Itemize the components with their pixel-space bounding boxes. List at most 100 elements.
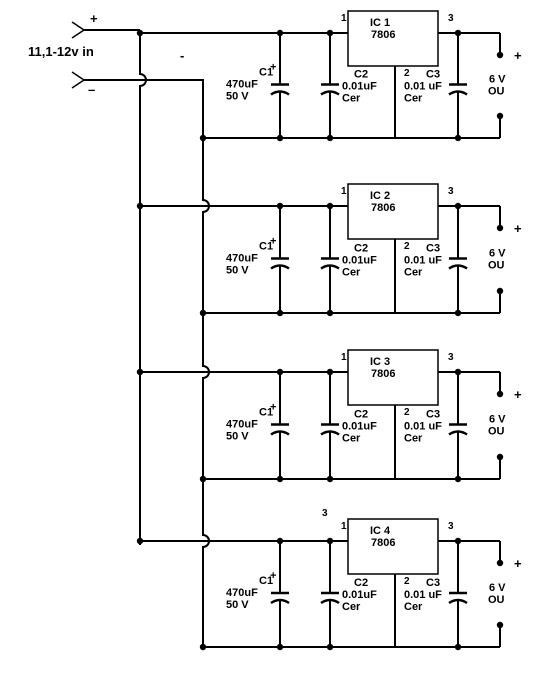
input-plus-arrow: [71, 21, 86, 39]
stage-4-pin-gnd: 2: [404, 576, 410, 587]
stage-4-output-plus-sign: +: [514, 556, 522, 571]
stage-1-c3-top-node: [454, 29, 462, 37]
stage-1-ic-name: IC 1: [370, 17, 390, 29]
stage-1-ground-junction: [199, 134, 207, 142]
stage-2-ic-name: IC 2: [370, 190, 390, 202]
stage-1-ic-part: 7806: [371, 29, 395, 41]
stage-3-regulator-ic: [347, 349, 439, 406]
stage-2-c2-plate-bottom: [320, 264, 340, 270]
stage-2-c1-bottom-node: [276, 309, 284, 317]
stage-1-c1-voltage: 50 V: [226, 91, 249, 103]
stage-1-output-plus-terminal: [496, 51, 504, 59]
stage-3-c2-value: 0.01uF: [342, 421, 377, 433]
stage-1-c2-plate-bottom: [320, 90, 340, 96]
stage-1-c3-name: C3: [426, 69, 440, 81]
stage-2-c2-top-node: [326, 202, 334, 210]
stage-1-pin-in: 1: [341, 13, 347, 24]
stage-4-c1-name: C1: [259, 575, 273, 587]
stage-3-c1-top-node: [276, 368, 284, 376]
stage-4-c3-value: 0.01 uF: [404, 589, 442, 601]
stage-3-c3-name: C3: [426, 409, 440, 421]
stage-1-output-plus-sign: +: [514, 48, 522, 63]
stage-4-c2-plate-bottom: [320, 598, 340, 605]
stage-3-output-minus-terminal: [496, 453, 504, 461]
stage-1-c2-top-node: [326, 29, 334, 37]
stage-2-c1-voltage: 50 V: [226, 265, 249, 277]
stage-4-output-label: OU: [488, 594, 505, 606]
stage-3-output-plus-sign: +: [514, 387, 522, 402]
stage-2-c1-name: C1: [259, 241, 273, 253]
stage-3-ic-part: 7806: [371, 368, 395, 380]
stage-3-c2-type: Cer: [342, 433, 361, 445]
stage-3-ic-name: IC 3: [370, 356, 390, 368]
stage-4-c1-bottom-node: [276, 643, 284, 651]
stage-2-c2-type: Cer: [342, 267, 361, 279]
stage-4-c3-name: C3: [426, 577, 440, 589]
stage-1-regulator-ic: [347, 10, 439, 67]
stage-2-regulator-ic: [347, 183, 439, 240]
stage-2-c3-plate-bottom: [448, 264, 468, 270]
stage-2-c3-bottom-node: [454, 309, 462, 317]
stray-pin-number: 3: [322, 508, 328, 519]
stage-4-pin-in: 1: [341, 521, 347, 532]
stage-4-regulator-ic: [347, 518, 439, 575]
stage-1-c1-bottom-node: [276, 134, 284, 142]
stage-4-c2-type: Cer: [342, 601, 361, 613]
stage-2-bus-junction: [136, 202, 144, 210]
stage-2-output-minus-terminal: [496, 287, 504, 295]
stage-4-output-voltage: 6 V: [489, 582, 506, 594]
stage-2-c2-name: C2: [354, 243, 368, 255]
stage-3-c3-type: Cer: [404, 433, 423, 445]
stage-2-output-voltage: 6 V: [489, 248, 506, 260]
stage-2-ground-junction: [199, 309, 207, 317]
stage-1-c3-value: 0.01 uF: [404, 81, 442, 93]
stage-1-c1-name: C1: [259, 67, 273, 79]
stage-4-ic-name: IC 4: [370, 525, 391, 537]
stage-3-pin-gnd: 2: [404, 407, 410, 418]
stage-2-pin-gnd: 2: [404, 241, 410, 252]
stage-4-output-minus-terminal: [496, 621, 504, 629]
stage-4-output-plus-terminal: [496, 559, 504, 567]
stage-1-c2-bottom-node: [326, 134, 334, 142]
stage-2-c1-value: 470uF: [226, 253, 258, 265]
stage-3-ground-junction: [199, 475, 207, 483]
input-minus-arrow: [71, 71, 86, 89]
stage-1-pin-out: 3: [448, 13, 454, 24]
stage-4-c3-top-node: [454, 537, 462, 545]
stage-3-c3-top-node: [454, 368, 462, 376]
wiring: [71, 10, 504, 651]
stage-3-c1-name: C1: [259, 407, 273, 419]
stage-2-c3-value: 0.01 uF: [404, 255, 442, 267]
stage-4-ic-part: 7806: [371, 537, 395, 549]
stage-4-c1-plate-curved: [270, 598, 290, 605]
stage-2-output-plus-terminal: [496, 224, 504, 232]
stage-2-pin-in: 1: [341, 186, 347, 197]
stage-3-c3-plate-bottom: [448, 430, 468, 436]
stage-4-c1-polarity: +: [270, 570, 276, 582]
stage-3-pin-out: 3: [448, 352, 454, 363]
stage-3-output-plus-terminal: [496, 390, 504, 398]
stage-3-c2-bottom-node: [326, 475, 334, 483]
stage-2-c1-top-node: [276, 202, 284, 210]
stage-2-output-label: OU: [488, 260, 505, 272]
stage-4-c3-bottom-node: [454, 643, 462, 651]
stage-4-pin-out: 3: [448, 521, 454, 532]
input-label: 11,1-12v in: [28, 44, 94, 59]
stage-1-c1-plate-curved: [270, 90, 290, 96]
stage-1-output-minus-terminal: [496, 112, 504, 120]
stage-3-c2-top-node: [326, 368, 334, 376]
stage-4-ground-junction: [199, 643, 207, 651]
stage-3-c3-value: 0.01 uF: [404, 421, 442, 433]
stage-3-pin-in: 1: [341, 352, 347, 363]
stage-1-c2-value: 0.01uF: [342, 81, 377, 93]
stage-3-c1-value: 470uF: [226, 419, 258, 431]
stage-2-c1-polarity: +: [270, 236, 276, 248]
stage-1-output-voltage: 6 V: [489, 74, 506, 86]
stage-2-c2-value: 0.01uF: [342, 255, 377, 267]
stage-2-c3-top-node: [454, 202, 462, 210]
stage-2-c3-name: C3: [426, 243, 440, 255]
stage-1-c1-value: 470uF: [226, 79, 258, 91]
stage-1-c1-top-node: [276, 29, 284, 37]
